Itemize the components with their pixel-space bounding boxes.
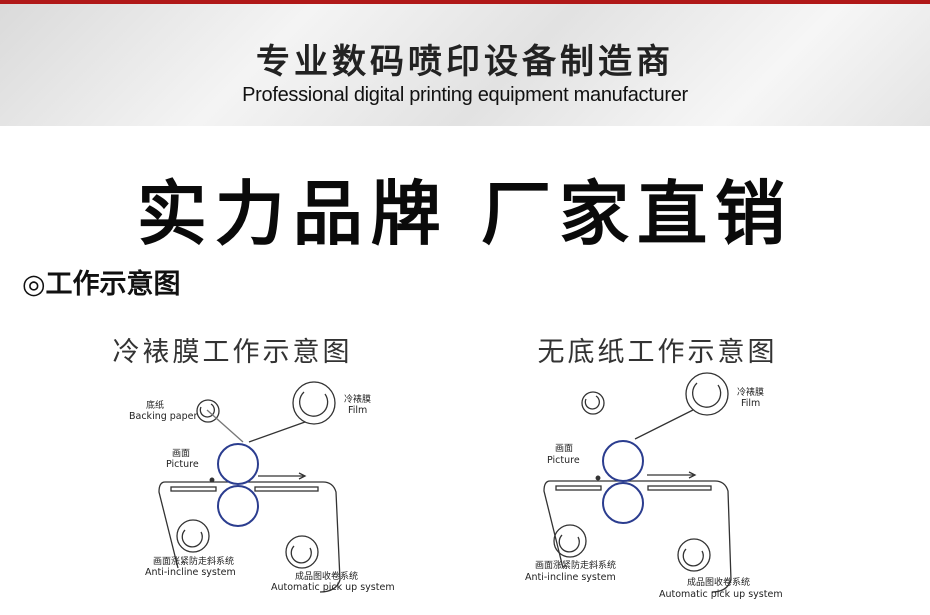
label-picture-en: Picture (166, 459, 199, 470)
film-roll (685, 372, 729, 416)
label-picture-en: Picture (547, 455, 580, 466)
label-film-cn: 冷裱膜 (737, 386, 764, 398)
top-accent-line (0, 0, 930, 4)
label-anti-cn: 画面涨紧防走斜系统 (535, 559, 616, 571)
diagram-no-backing: 无底纸工作示意图 (425, 330, 890, 615)
section-label: ◎工作示意图 (22, 269, 181, 300)
header-banner: 专业数码喷印设备制造商 Professional digital printin… (0, 4, 930, 126)
diagram-illustration: 冷裱膜 Film 画面 Picture 画面涨紧防走斜系统 Anti-incli… (525, 372, 783, 600)
backing-roll-arrow (199, 403, 215, 418)
label-picture-cn: 画面 (555, 443, 573, 454)
label-film-en: Film (348, 405, 367, 416)
backing-paper-roll (196, 399, 220, 423)
diagram-title: 无底纸工作示意图 (537, 337, 778, 368)
pickup-roll (677, 538, 711, 572)
diagram-title: 冷裱膜工作示意图 (112, 337, 353, 368)
label-anti-en: Anti-incline system (525, 572, 616, 583)
label-pick-cn: 成品图收卷系统 (687, 576, 750, 588)
anti-incline-roll (553, 524, 587, 558)
label-backing-en: Backing paper (129, 411, 198, 422)
label-pick-en: Automatic pick up system (659, 589, 783, 600)
anti-incline-roll (176, 519, 210, 553)
label-anti-cn: 画面涨紧防走斜系统 (153, 555, 234, 567)
label-picture-cn: 画面 (172, 448, 190, 459)
label-anti-en: Anti-incline system (145, 567, 236, 578)
top-nip-roller (602, 440, 644, 482)
label-pick-cn: 成品图收卷系统 (295, 570, 358, 582)
bottom-nip-roller (217, 485, 259, 527)
pickup-roll (285, 535, 319, 569)
idle-roll (581, 391, 605, 415)
film-roll (292, 381, 336, 425)
label-backing-cn: 底纸 (146, 399, 164, 411)
label-pick-en: Automatic pick up system (271, 582, 395, 593)
diagram-illustration: 底纸 Backing paper 冷裱膜 Film 画面 Picture 画面涨… (129, 381, 395, 593)
banner-title-en: Professional digital printing equipment … (242, 84, 688, 106)
top-nip-roller (217, 443, 259, 485)
slogan-headline: 实力品牌 厂家直销 (136, 173, 794, 255)
bottom-nip-roller (602, 482, 644, 524)
film-roll-arrow (299, 391, 329, 417)
label-film-cn: 冷裱膜 (344, 393, 371, 405)
banner-title-cn: 专业数码喷印设备制造商 (256, 42, 674, 82)
diagram-cold-laminate: 冷裱膜工作示意图 (0, 330, 465, 615)
label-film-en: Film (741, 398, 760, 409)
